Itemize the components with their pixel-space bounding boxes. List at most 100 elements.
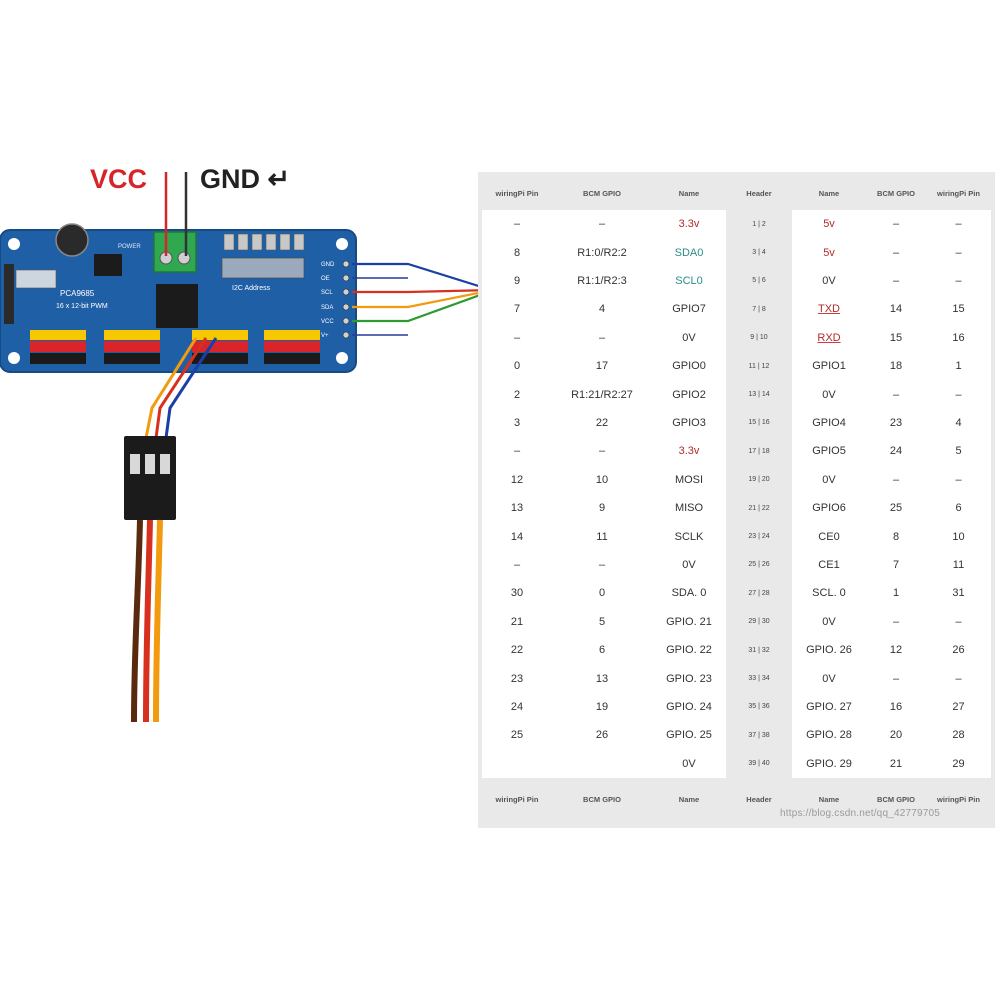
table-cell: 15 | 16	[726, 408, 792, 438]
table-cell: 8	[866, 522, 926, 551]
table-cell: 23	[482, 664, 552, 693]
table-cell: 13 | 14	[726, 380, 792, 409]
table-cell: 1	[866, 579, 926, 608]
table-cell: 18	[866, 352, 926, 381]
table-cell: 11	[552, 522, 652, 551]
table-cell: 0V	[792, 465, 866, 494]
mount-hole-tl	[8, 238, 20, 250]
table-cell: 0V	[792, 607, 866, 636]
vcc-label: VCC	[90, 164, 148, 194]
table-cell: –	[482, 550, 552, 580]
table-cell: 13	[552, 664, 652, 693]
servo-wire-power	[154, 337, 208, 439]
table-cell	[552, 749, 652, 778]
table-cell: 0V	[792, 664, 866, 693]
table-cell: 3	[482, 408, 552, 438]
table-cell: 25 | 26	[726, 550, 792, 580]
table-cell: GPIO4	[792, 408, 866, 438]
table-cell: 13	[482, 494, 552, 523]
table-cell: GPIO. 27	[792, 692, 866, 722]
table-cell: 9	[482, 266, 552, 296]
gnd-label: GND ↵	[200, 164, 291, 194]
table-cell: 10	[926, 522, 991, 551]
table-cell: 33 | 34	[726, 664, 792, 693]
connector-slot	[145, 454, 155, 474]
table-cell: 9	[552, 494, 652, 523]
pin-label-sda: SDA	[321, 305, 333, 311]
jumper-pad	[251, 233, 263, 251]
table-cell: –	[552, 323, 652, 352]
table-cell: –	[866, 664, 926, 693]
table-cell: –	[926, 465, 991, 494]
board-i2c-label: I2C Address	[232, 285, 271, 292]
table-cell: 7	[482, 295, 552, 324]
address-jumpers	[221, 233, 305, 279]
control-pin	[342, 331, 350, 339]
table-cell: –	[926, 210, 991, 239]
table-cell: SDA. 0	[652, 579, 726, 608]
table-cell: 25	[866, 494, 926, 523]
table-cell: 7 | 8	[726, 295, 792, 324]
table-cell: –	[482, 210, 552, 239]
table-cell: 27	[926, 692, 991, 722]
servo-row-vplus	[264, 341, 320, 352]
table-cell: 5v	[792, 238, 866, 267]
column-header: Name	[678, 794, 700, 804]
table-cell: 5v	[792, 210, 866, 239]
servo-row-vplus	[192, 341, 248, 352]
table-cell: –	[926, 266, 991, 296]
column-header: BCM GPIO	[877, 794, 915, 804]
left-header-strip	[4, 264, 14, 324]
table-cell: 0V	[652, 749, 726, 778]
servo-row-gnd	[264, 353, 320, 364]
table-cell: GPIO0	[652, 352, 726, 381]
table-cell: 6	[926, 494, 991, 523]
table-cell: –	[926, 607, 991, 636]
table-cell: 15	[926, 295, 991, 324]
column-header: BCM GPIO	[583, 794, 621, 804]
table-cell: MISO	[652, 494, 726, 523]
table-cell: GPIO. 29	[792, 749, 866, 778]
table-cell: –	[482, 323, 552, 352]
table-cell: 4	[552, 295, 652, 324]
table-cell: CE0	[792, 522, 866, 551]
table-cell: 0	[552, 579, 652, 608]
mount-hole-bl	[8, 352, 20, 364]
table-cell: GPIO. 28	[792, 721, 866, 750]
table-cell: 23 | 24	[726, 522, 792, 551]
control-pin-labels: GND OE SCL SDA VCC V+	[321, 262, 335, 339]
pca9685-board: POWER PCA9685 16 x 12-bit PWM I2C Addres…	[0, 223, 357, 373]
table-cell: GPIO. 23	[652, 664, 726, 693]
table-cell: 9 | 10	[726, 323, 792, 352]
jumper-pad	[237, 233, 249, 251]
pin-label-vcc: VCC	[321, 319, 334, 325]
table-cell: GPIO3	[652, 408, 726, 438]
servo-row-signal	[104, 330, 160, 340]
table-cell: 29	[926, 749, 991, 778]
servo-row-vplus	[30, 341, 86, 352]
table-cell: –	[552, 437, 652, 466]
table-cell: 17 | 18	[726, 437, 792, 466]
servo-header-group-2	[104, 330, 160, 364]
table-cell: 2	[482, 380, 552, 409]
table-cell: 21	[866, 749, 926, 778]
servo-row-signal	[264, 330, 320, 340]
table-cell: –	[482, 437, 552, 466]
pin-label-scl: SCL	[321, 290, 333, 296]
table-cell: GPIO6	[792, 494, 866, 523]
servo-row-signal	[30, 330, 86, 340]
table-cell: –	[552, 550, 652, 580]
table-cell: 0V	[792, 380, 866, 409]
table-cell: 19	[552, 692, 652, 722]
